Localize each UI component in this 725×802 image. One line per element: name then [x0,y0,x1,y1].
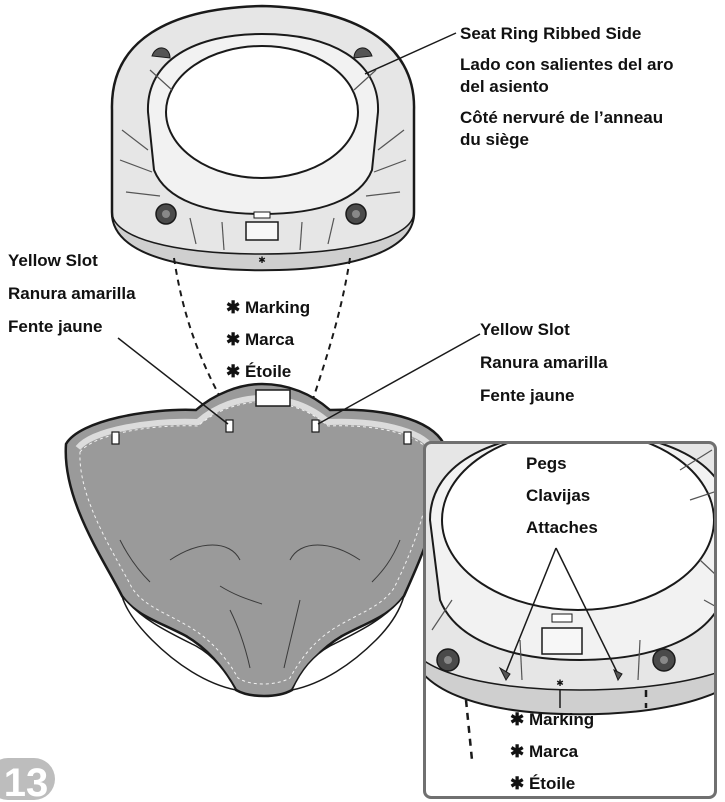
label-ribbed-fr-2: du siège [460,130,674,150]
label-marking-center: ✱ Marking ✱ Marca ✱ Étoile [226,298,310,382]
step-number: 13 [4,761,49,802]
label-ribbed-es-1: Lado con salientes del aro [460,55,674,75]
label-yellow-slot-left-es: Ranura amarilla [8,284,136,304]
seat-pad-top-tab [256,390,290,406]
seat-ring: ✱ [112,6,414,270]
seat-ring-peg-right [346,204,366,224]
label-marking-inset: ✱ Marking ✱ Marca ✱ Étoile [510,710,594,794]
label-yellow-slot-left-fr: Fente jaune [8,317,136,337]
side-slot-right [404,432,411,444]
label-marking-center-es: ✱ Marca [226,330,310,350]
seat-ring-star-mark: ✱ [258,256,266,266]
label-marking-center-en: ✱ Marking [226,298,310,318]
label-yellow-slot-right-es: Ranura amarilla [480,353,608,373]
label-seat-ring-ribbed-side: Seat Ring Ribbed Side Lado con salientes… [460,24,674,150]
label-marking-inset-es: ✱ Marca [510,742,594,762]
label-pegs: Pegs Clavijas Attaches [526,454,598,538]
label-pegs-en: Pegs [526,454,598,474]
seat-ring-opening [166,46,358,178]
label-ribbed-en: Seat Ring Ribbed Side [460,24,674,44]
yellow-slot-right [312,420,319,432]
label-pegs-fr: Attaches [526,518,598,538]
yellow-slot-left [226,420,233,432]
label-yellow-slot-left: Yellow Slot Ranura amarilla Fente jaune [8,251,136,337]
label-pegs-es: Clavijas [526,486,598,506]
seat-pad [66,384,445,696]
side-slot-left [112,432,119,444]
label-yellow-slot-right-en: Yellow Slot [480,320,608,340]
label-marking-inset-en: ✱ Marking [510,710,594,730]
label-yellow-slot-right: Yellow Slot Ranura amarilla Fente jaune [480,320,608,406]
label-marking-center-fr: ✱ Étoile [226,362,310,382]
label-ribbed-es-2: del asiento [460,77,674,97]
label-marking-inset-fr: ✱ Étoile [510,774,594,794]
label-ribbed-fr-1: Côté nervuré de l’anneau [460,108,674,128]
leader-yellow-slot-right [318,334,480,424]
label-yellow-slot-right-fr: Fente jaune [480,386,608,406]
label-yellow-slot-left-en: Yellow Slot [8,251,136,271]
seat-ring-center-slot [246,222,278,240]
seat-ring-peg-left [156,204,176,224]
step-number-badge: 13 [0,758,55,802]
